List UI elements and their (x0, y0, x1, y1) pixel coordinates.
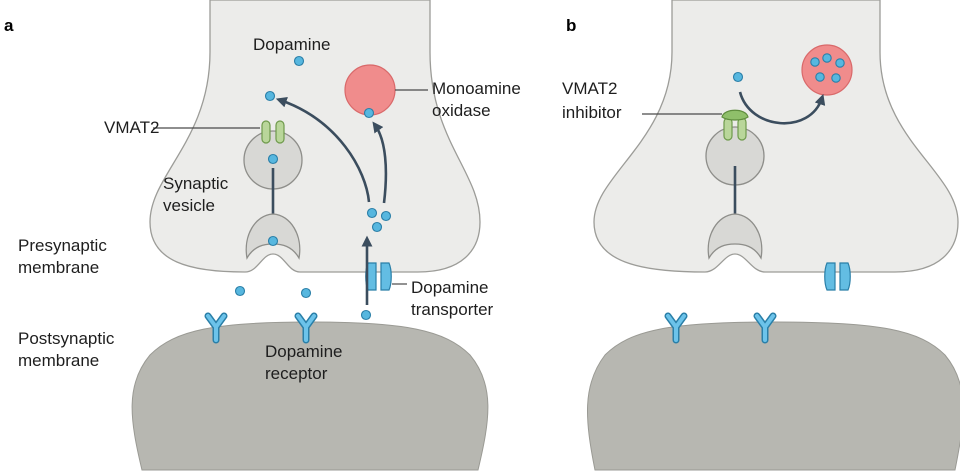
monoamine-oxidase (801, 44, 853, 96)
vmat2-inhibitor-label-1: VMAT2 (562, 79, 617, 98)
dopamine-transporter (839, 262, 851, 291)
presynaptic-membrane-label-1: Presynaptic (18, 236, 107, 255)
dopamine-transporter-label-1: Dopamine (411, 278, 489, 297)
dopamine-transporter-label-2: transporter (411, 300, 494, 319)
vmat2-inhibitor (721, 109, 749, 121)
dopamine-molecule (732, 71, 744, 83)
presynaptic-membrane-label-2: membrane (18, 258, 99, 277)
panel-a: a (4, 0, 521, 471)
vmat2-label: VMAT2 (104, 118, 159, 137)
vmat2-transporter-left (261, 120, 271, 144)
vmat2-transporter-left (723, 117, 733, 141)
monoamine-oxidase-label-1: Monoamine (432, 79, 521, 98)
synaptic-vesicle-label-2: vesicle (163, 196, 215, 215)
recycle-to-vesicle-arrow (275, 96, 371, 203)
dopamine-label: Dopamine (253, 35, 331, 54)
dopamine-molecule (267, 153, 279, 165)
dopamine-receptor (664, 312, 688, 344)
monoamine-oxidase-label-2: oxidase (432, 101, 491, 120)
presynaptic-terminal-a (149, 0, 481, 273)
presynaptic-terminal-b (593, 0, 959, 273)
dopamine-receptor-label-2: receptor (265, 364, 328, 383)
panel-b: b (562, 0, 960, 471)
postsynaptic-membrane-label-1: Postsynaptic (18, 329, 115, 348)
dopamine-molecule (234, 285, 246, 297)
to-mao-arrow (372, 121, 388, 204)
dopamine-molecule (363, 107, 375, 119)
dopamine-molecule (822, 53, 832, 63)
dopamine-molecule (371, 221, 383, 233)
dopamine-molecule (360, 309, 372, 321)
dopamine-molecule (264, 90, 276, 102)
dopamine-transporter (824, 262, 836, 291)
dopamine-molecule (815, 72, 825, 82)
dopamine-molecule (835, 58, 845, 68)
vmat2-transporter-right (737, 117, 747, 141)
to-mao-arrow (738, 91, 826, 125)
synaptic-vesicle-label-1: Synaptic (163, 174, 229, 193)
dopamine-receptor (294, 312, 318, 344)
dopamine-transporter (380, 262, 392, 291)
postsynaptic-membrane-label-2: membrane (18, 351, 99, 370)
monoamine-oxidase (344, 64, 396, 116)
postsynaptic-cell-b (587, 321, 960, 471)
dopamine-molecule (831, 73, 841, 83)
vmat2-inhibitor-label-2: inhibitor (562, 103, 622, 122)
dopamine-receptor-label-1: Dopamine (265, 342, 343, 361)
vmat2-transporter-right (275, 120, 285, 144)
dopamine-molecule (300, 287, 312, 299)
dopamine-receptor (753, 312, 777, 344)
panel-b-label: b (566, 16, 576, 35)
dopamine-molecule (380, 210, 392, 222)
dopamine-molecule (267, 235, 279, 247)
dopamine-molecule (366, 207, 378, 219)
fusing-vesicle (707, 213, 763, 260)
dopamine-molecule (293, 55, 305, 67)
dopamine-receptor (204, 312, 228, 344)
dopamine-molecule (810, 57, 820, 67)
panel-a-label: a (4, 16, 14, 35)
